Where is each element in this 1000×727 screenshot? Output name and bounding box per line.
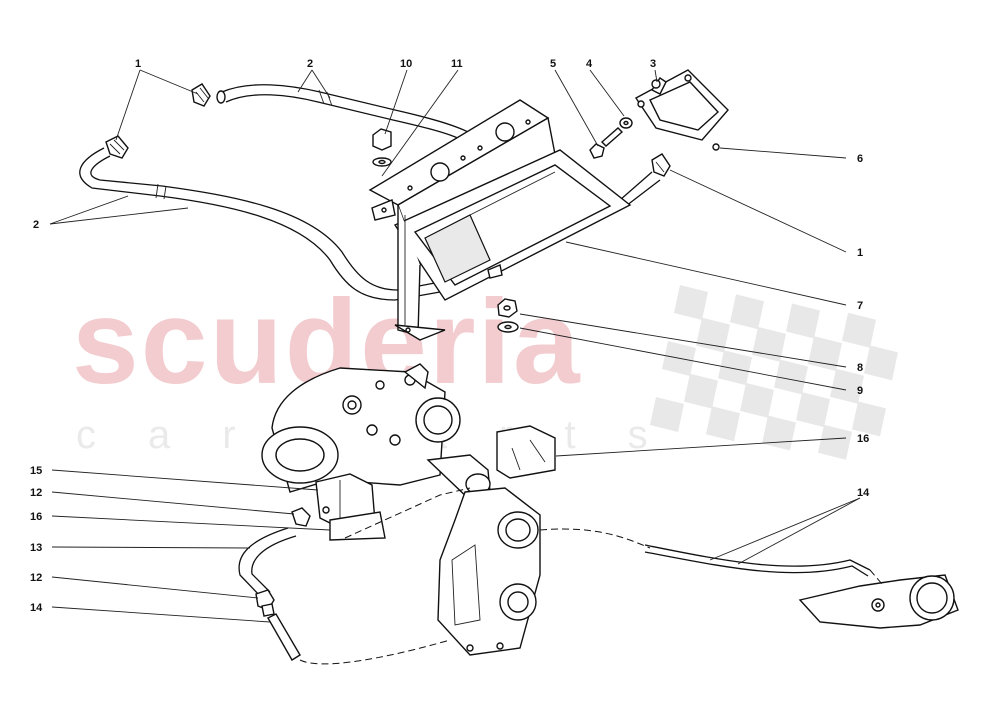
pump-housing [437,487,541,656]
tube-14-left [267,613,301,661]
dashed-guide-1 [344,487,471,539]
callout-9: 9 [857,385,863,397]
nut-8 [497,298,518,318]
checker-square [830,368,864,404]
bolt-5 [589,127,624,159]
hose-clamp-right [651,153,671,177]
callout-12-upper: 12 [30,487,42,499]
checker-square [774,359,808,395]
checker-square [650,397,684,432]
bracket-16-right [496,425,556,479]
callout-1-top: 1 [135,58,141,70]
callout-16-right: 16 [857,433,869,445]
leader-lines [49,69,861,623]
callout-12-lower: 12 [30,572,42,584]
checker-square [674,285,708,320]
valve-body [261,363,491,501]
pipe-14-right [644,544,959,629]
checker-square [718,350,752,386]
hose-13 [238,527,297,599]
callout-5: 5 [550,58,556,70]
nut-10 [372,128,392,167]
hose-upper [216,84,471,143]
callout-1-right: 1 [857,247,863,259]
dashed-guide-4 [869,569,883,585]
checker-square [730,294,764,330]
callout-2-left: 2 [33,219,39,231]
washer-4 [619,117,633,129]
clamp-12-lower [255,589,275,617]
callout-6: 6 [857,153,863,165]
hose-lower [79,147,441,301]
checker-square [706,406,740,442]
checker-square [842,312,876,348]
watermark: scuderia car parts [72,275,898,460]
pressure-sensor [634,69,729,151]
checker-square [818,424,852,460]
checker-square [762,415,796,451]
bracket-15 [315,473,386,541]
checker-square [852,401,886,437]
dashed-guide-3 [539,528,651,549]
hose-clamp-upper [191,83,211,107]
callout-16-left: 16 [30,511,42,523]
checker-square [684,373,718,409]
callout-8: 8 [857,362,863,374]
checker-square [796,392,830,428]
checker-square [740,382,774,418]
callout-labels: 1 2 10 11 5 4 3 6 2 1 7 8 9 16 14 15 12 … [30,58,870,614]
callout-10: 10 [400,58,412,70]
callout-14-left: 14 [30,602,43,614]
clamp-12-upper [291,507,311,527]
callout-7: 7 [857,300,863,312]
mounting-bracket [368,99,632,341]
callout-11: 11 [451,58,463,70]
dashed-guide-2 [299,639,451,665]
checker-square [786,303,820,339]
hose-clamp-left [105,135,129,159]
callout-4: 4 [586,58,593,70]
washer-9 [497,321,519,333]
callout-13: 13 [30,542,42,554]
callout-3: 3 [650,58,656,70]
callout-15: 15 [30,465,42,477]
checker-square [864,345,898,381]
callout-2-top: 2 [307,58,313,70]
callout-14-right: 14 [857,487,870,499]
